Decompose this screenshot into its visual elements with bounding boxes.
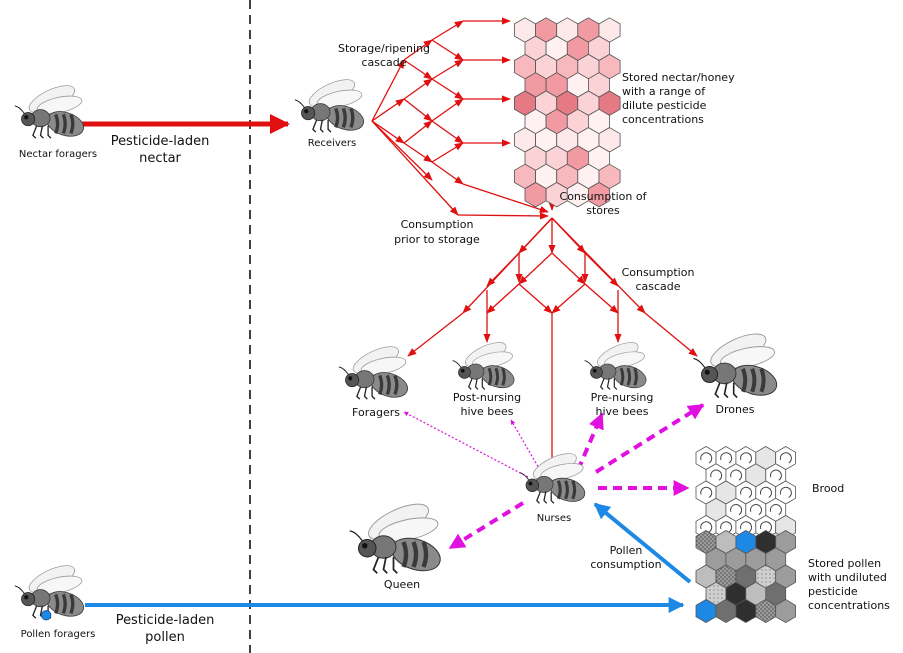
pollen-forager-bee-icon [14,565,84,621]
label-pesticide-pollen-2: pollen [145,630,185,645]
label-consumption-stores-2: stores [586,204,620,217]
comb-cell [588,182,610,208]
nurse-feeding-arrows [403,403,705,550]
label-pesticide-pollen-1: Pesticide-laden [116,613,215,628]
queen-bee-icon [349,503,441,574]
label-consumption-cascade-1: Consumption [622,266,695,279]
comb-cell [775,599,796,623]
label-consumption-stores-1: Consumption of [560,190,648,203]
diagram-labels: Nectar foragers Pesticide-laden nectar R… [19,42,890,645]
label-pre-nursing-2: hive bees [595,405,648,418]
label-pesticide-nectar-2: nectar [139,151,181,166]
label-stored-nectar-2: with a range of [622,85,706,98]
pre-nursing-bee-icon [584,342,647,390]
label-stored-pollen-2: with undiluted [808,571,887,584]
label-consumption-cascade-2: cascade [635,280,680,293]
label-receivers: Receivers [308,138,356,149]
label-pollen-foragers: Pollen foragers [21,629,96,640]
label-stored-pollen-1: Stored pollen [808,557,881,570]
honeycomb-pollen-icon [695,530,796,623]
label-storage-cascade-2: cascade [361,56,406,69]
label-pesticide-nectar-1: Pesticide-laden [111,134,210,149]
label-nectar-foragers: Nectar foragers [19,149,97,160]
label-stored-pollen-3: pesticide [808,585,858,598]
pollen-consumption-arrow [593,502,692,584]
receiver-bee-icon [294,79,364,133]
drone-bee-icon [693,333,778,399]
label-pre-nursing-1: Pre-nursing [591,391,654,404]
pollen-load-icon [41,610,52,621]
storage-ripening-cascade [371,17,556,220]
post-nursing-bee-icon [452,342,515,390]
label-drones: Drones [716,403,755,416]
label-pollen-consumption-2: consumption [590,558,661,571]
label-post-nursing-2: hive bees [460,405,513,418]
forager-bee-icon [338,346,408,400]
label-pollen-consumption-1: Pollen [610,544,643,557]
label-consumption-prior-2: prior to storage [394,233,480,246]
nurse-bee-icon [519,453,586,504]
label-stored-nectar-1: Stored nectar/honey [622,71,735,84]
bee-icons [14,79,778,621]
label-stored-pollen-4: concentrations [808,599,890,612]
label-stored-nectar-4: concentrations [622,113,704,126]
label-stored-nectar-3: dilute pesticide [622,99,707,112]
label-brood: Brood [812,482,844,495]
honeycomb-nectar-icon [514,17,621,208]
consumption-cascade [407,217,698,471]
label-queen: Queen [384,578,420,591]
label-consumption-prior-1: Consumption [401,218,474,231]
label-foragers: Foragers [352,406,400,419]
nectar-forager-bee-icon [14,85,84,139]
label-storage-cascade-1: Storage/ripening [338,42,430,55]
label-nurses: Nurses [537,513,572,524]
honeycomb-brood-icon [695,446,796,557]
label-post-nursing-1: Post-nursing [453,391,521,404]
